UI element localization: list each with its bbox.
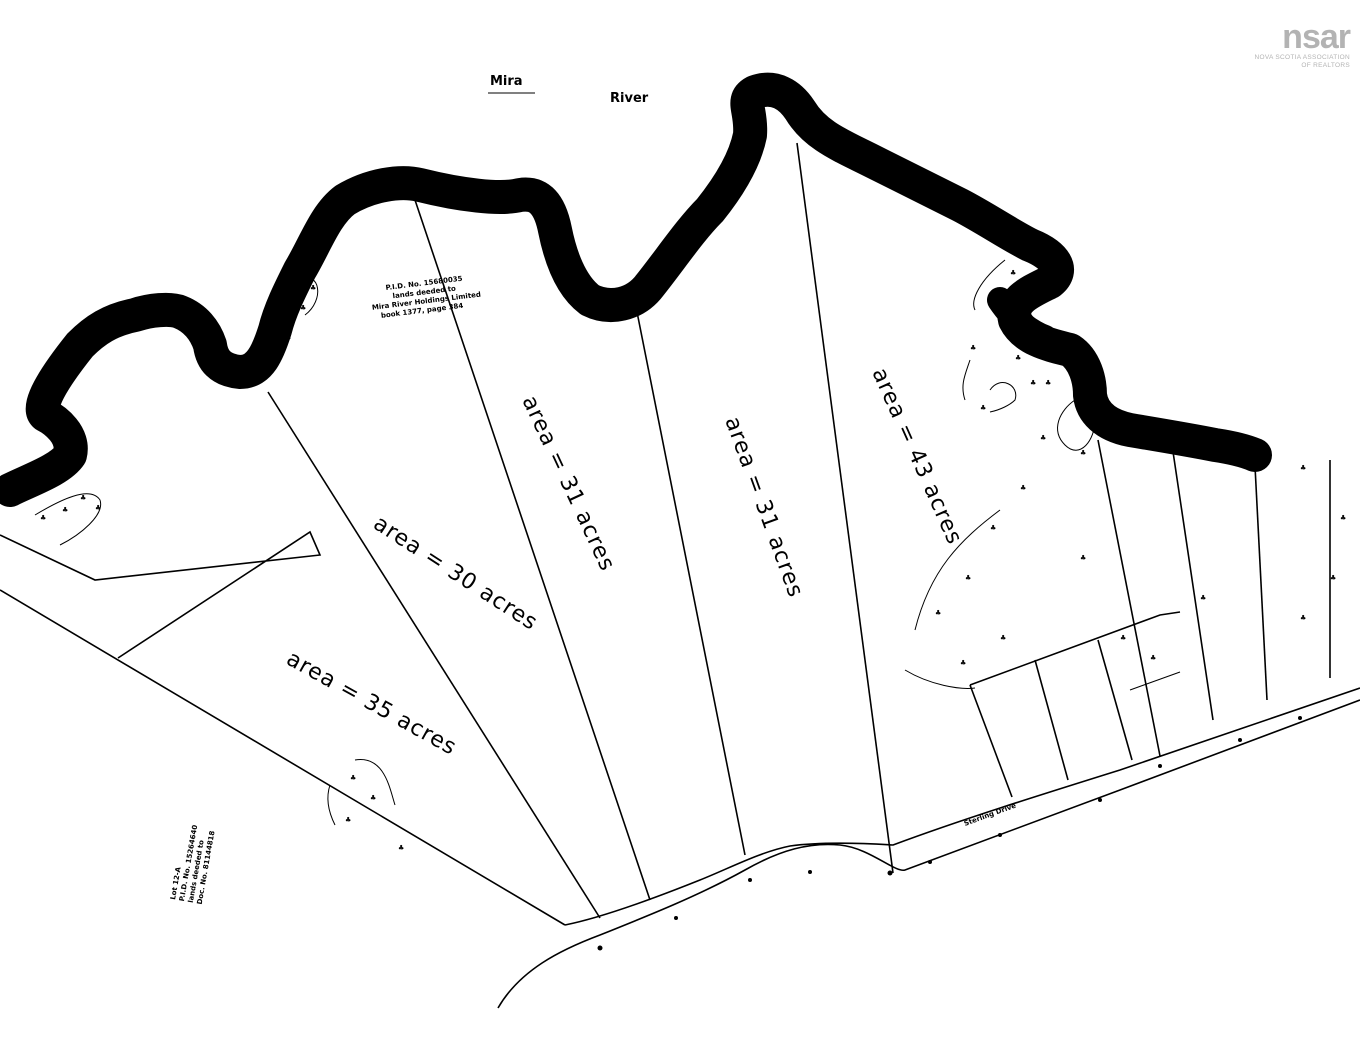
small-lot-side-3 (1097, 639, 1133, 761)
svg-text:♣: ♣ (1330, 574, 1336, 582)
lot-line-6 (1171, 444, 1214, 721)
lot-line-2 (414, 199, 651, 901)
svg-text:♣: ♣ (990, 299, 996, 307)
svg-text:♣: ♣ (1080, 554, 1086, 562)
lot-line-south (0, 589, 566, 926)
svg-text:♣: ♣ (1045, 379, 1051, 387)
svg-text:♣: ♣ (290, 289, 296, 297)
svg-text:♣: ♣ (370, 794, 376, 802)
svg-text:♣: ♣ (398, 844, 404, 852)
svg-text:♣: ♣ (1120, 634, 1126, 642)
svg-text:♣: ♣ (1070, 359, 1076, 367)
svg-text:♣: ♣ (1000, 634, 1006, 642)
svg-text:♣: ♣ (1015, 354, 1021, 362)
small-lot-side-1 (969, 684, 1013, 798)
svg-text:♣: ♣ (80, 494, 86, 502)
svg-text:♣: ♣ (935, 609, 941, 617)
road (497, 687, 1360, 1009)
lot-line-3 (636, 311, 746, 856)
survey-markers (597, 716, 1302, 951)
lot-line-5 (1097, 439, 1161, 757)
lot-line-4 (796, 142, 894, 874)
svg-text:♣: ♣ (1030, 379, 1036, 387)
river-name-word2: River (610, 91, 649, 106)
svg-text:♣: ♣ (1080, 449, 1086, 457)
svg-text:♣: ♣ (310, 284, 316, 292)
area-label-31-b: area = 31 acres (719, 414, 808, 602)
area-label-30: area = 30 acres (369, 511, 542, 636)
lot-boundaries (0, 142, 1331, 926)
svg-text:♣: ♣ (95, 504, 101, 512)
svg-text:♣: ♣ (1150, 654, 1156, 662)
small-lot-tie (1129, 671, 1181, 691)
svg-text:♣: ♣ (1300, 464, 1306, 472)
nsar-logo: nsar NOVA SCOTIA ASSOCIATION OF REALTORS (1228, 18, 1351, 70)
svg-text:♣: ♣ (40, 514, 46, 522)
svg-text:♣: ♣ (300, 304, 306, 312)
svg-text:♣: ♣ (990, 524, 996, 532)
road-name: Sterling Drive (963, 802, 1017, 828)
svg-text:♣: ♣ (285, 334, 291, 342)
svg-text:♣: ♣ (345, 816, 351, 824)
svg-text:♣: ♣ (1010, 269, 1016, 277)
area-label-43: area = 43 acres (867, 364, 967, 548)
svg-text:♣: ♣ (1300, 614, 1306, 622)
svg-text:♣: ♣ (1020, 484, 1026, 492)
svg-text:♣: ♣ (62, 506, 68, 514)
river-name-word1: Mira (490, 74, 523, 89)
logo-line1: NOVA SCOTIA ASSOCIATION (1254, 54, 1350, 61)
logo-line2: OF REALTORS (1301, 62, 1350, 69)
small-lot-side-2 (1034, 659, 1069, 781)
adjacent-note: Lot 12-A P.I.D. No. 15264640 lands deede… (169, 824, 216, 905)
svg-text:♣: ♣ (350, 774, 356, 782)
svg-text:♣: ♣ (965, 574, 971, 582)
svg-text:♣: ♣ (970, 344, 976, 352)
tree-line-curves (34, 259, 1096, 826)
river-shoreline (0, 72, 1272, 507)
area-label-35: area = 35 acres (282, 646, 461, 760)
access-strip (0, 530, 322, 659)
svg-text:♣: ♣ (1040, 434, 1046, 442)
small-lots-rear (969, 611, 1181, 686)
logo-brand: nsar (1282, 18, 1351, 56)
svg-text:♣: ♣ (1200, 594, 1206, 602)
lot-line-7 (1254, 465, 1268, 701)
svg-text:♣: ♣ (980, 404, 986, 412)
svg-text:♣: ♣ (1340, 514, 1346, 522)
svg-text:♣: ♣ (960, 659, 966, 667)
vegetation-symbols: ♣♣♣♣ ♣♣♣♣ ♣♣♣♣ ♣♣♣♣ ♣♣♣♣ ♣♣♣♣ ♣♣♣♣ ♣♣♣♣ … (40, 269, 1346, 852)
lot-line-1 (267, 391, 601, 919)
parcel-note: P.I.D. No. 15680035 lands deeded to Mira… (371, 275, 481, 320)
